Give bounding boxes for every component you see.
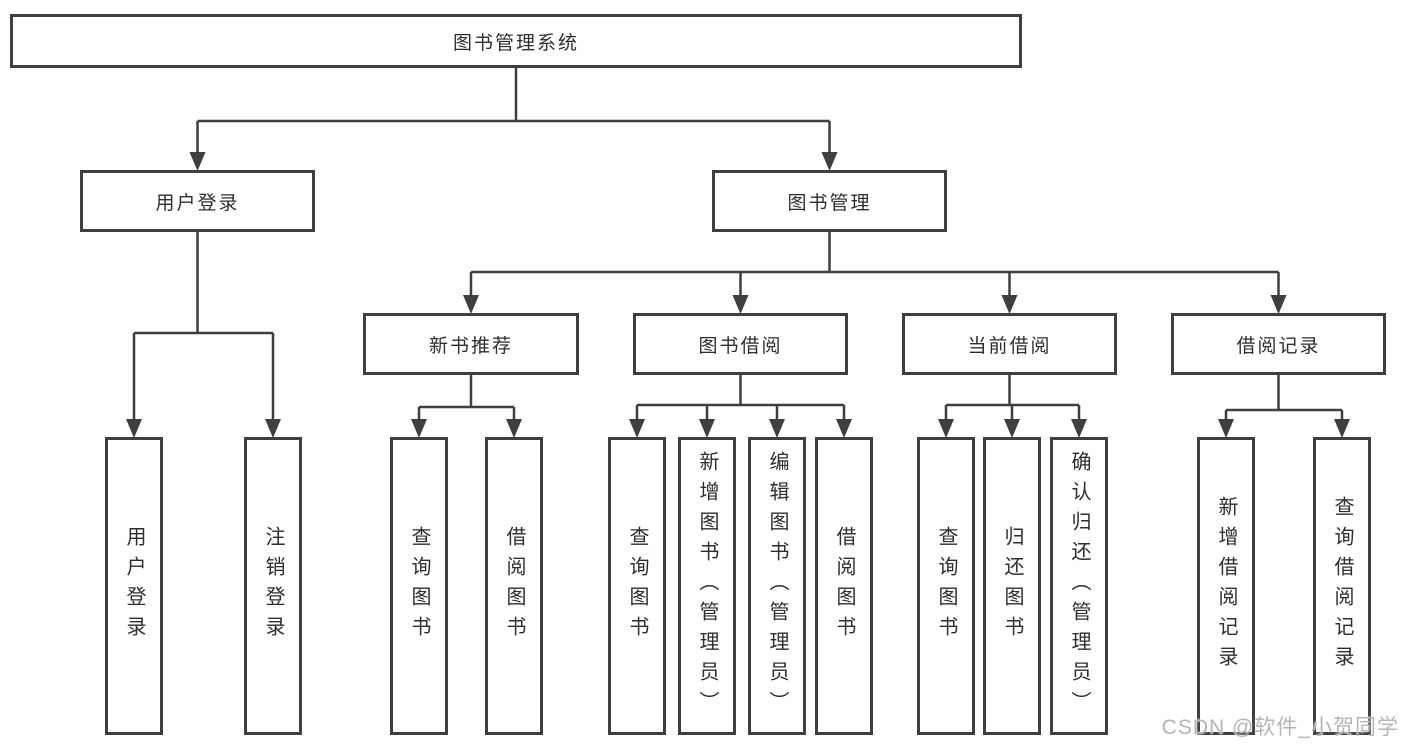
- node-user-login: 用户登录: [80, 170, 315, 232]
- leaf-query-book-current: 查询图书: [917, 437, 975, 735]
- node-book-borrow: 图书借阅: [633, 313, 848, 375]
- leaf-borrow-book: 借阅图书: [815, 437, 873, 735]
- leaf-add-borrow-record: 新增借阅记录: [1197, 437, 1255, 735]
- csdn-watermark: CSDN @软件_小贺同学: [1161, 716, 1399, 739]
- leaf-borrow-book-recommend: 借阅图书: [485, 437, 543, 735]
- leaf-query-book-recommend: 查询图书: [390, 437, 448, 735]
- leaf-user-login: 用户登录: [105, 437, 163, 735]
- leaf-add-book-admin: 新增图书（管理员）: [678, 437, 736, 735]
- leaf-confirm-return-admin: 确认归还（管理员）: [1050, 437, 1108, 735]
- leaf-edit-book-admin: 编辑图书（管理员）: [748, 437, 806, 735]
- node-new-book-recommend: 新书推荐: [363, 313, 579, 375]
- leaf-return-book: 归还图书: [983, 437, 1041, 735]
- leaf-query-book-borrow: 查询图书: [608, 437, 666, 735]
- node-current-borrow: 当前借阅: [902, 313, 1117, 375]
- node-library-management-system: 图书管理系统: [10, 14, 1022, 68]
- leaf-logout: 注销登录: [244, 437, 302, 735]
- node-book-management: 图书管理: [712, 170, 947, 232]
- node-borrow-record: 借阅记录: [1171, 313, 1386, 375]
- leaf-query-borrow-record: 查询借阅记录: [1313, 437, 1371, 735]
